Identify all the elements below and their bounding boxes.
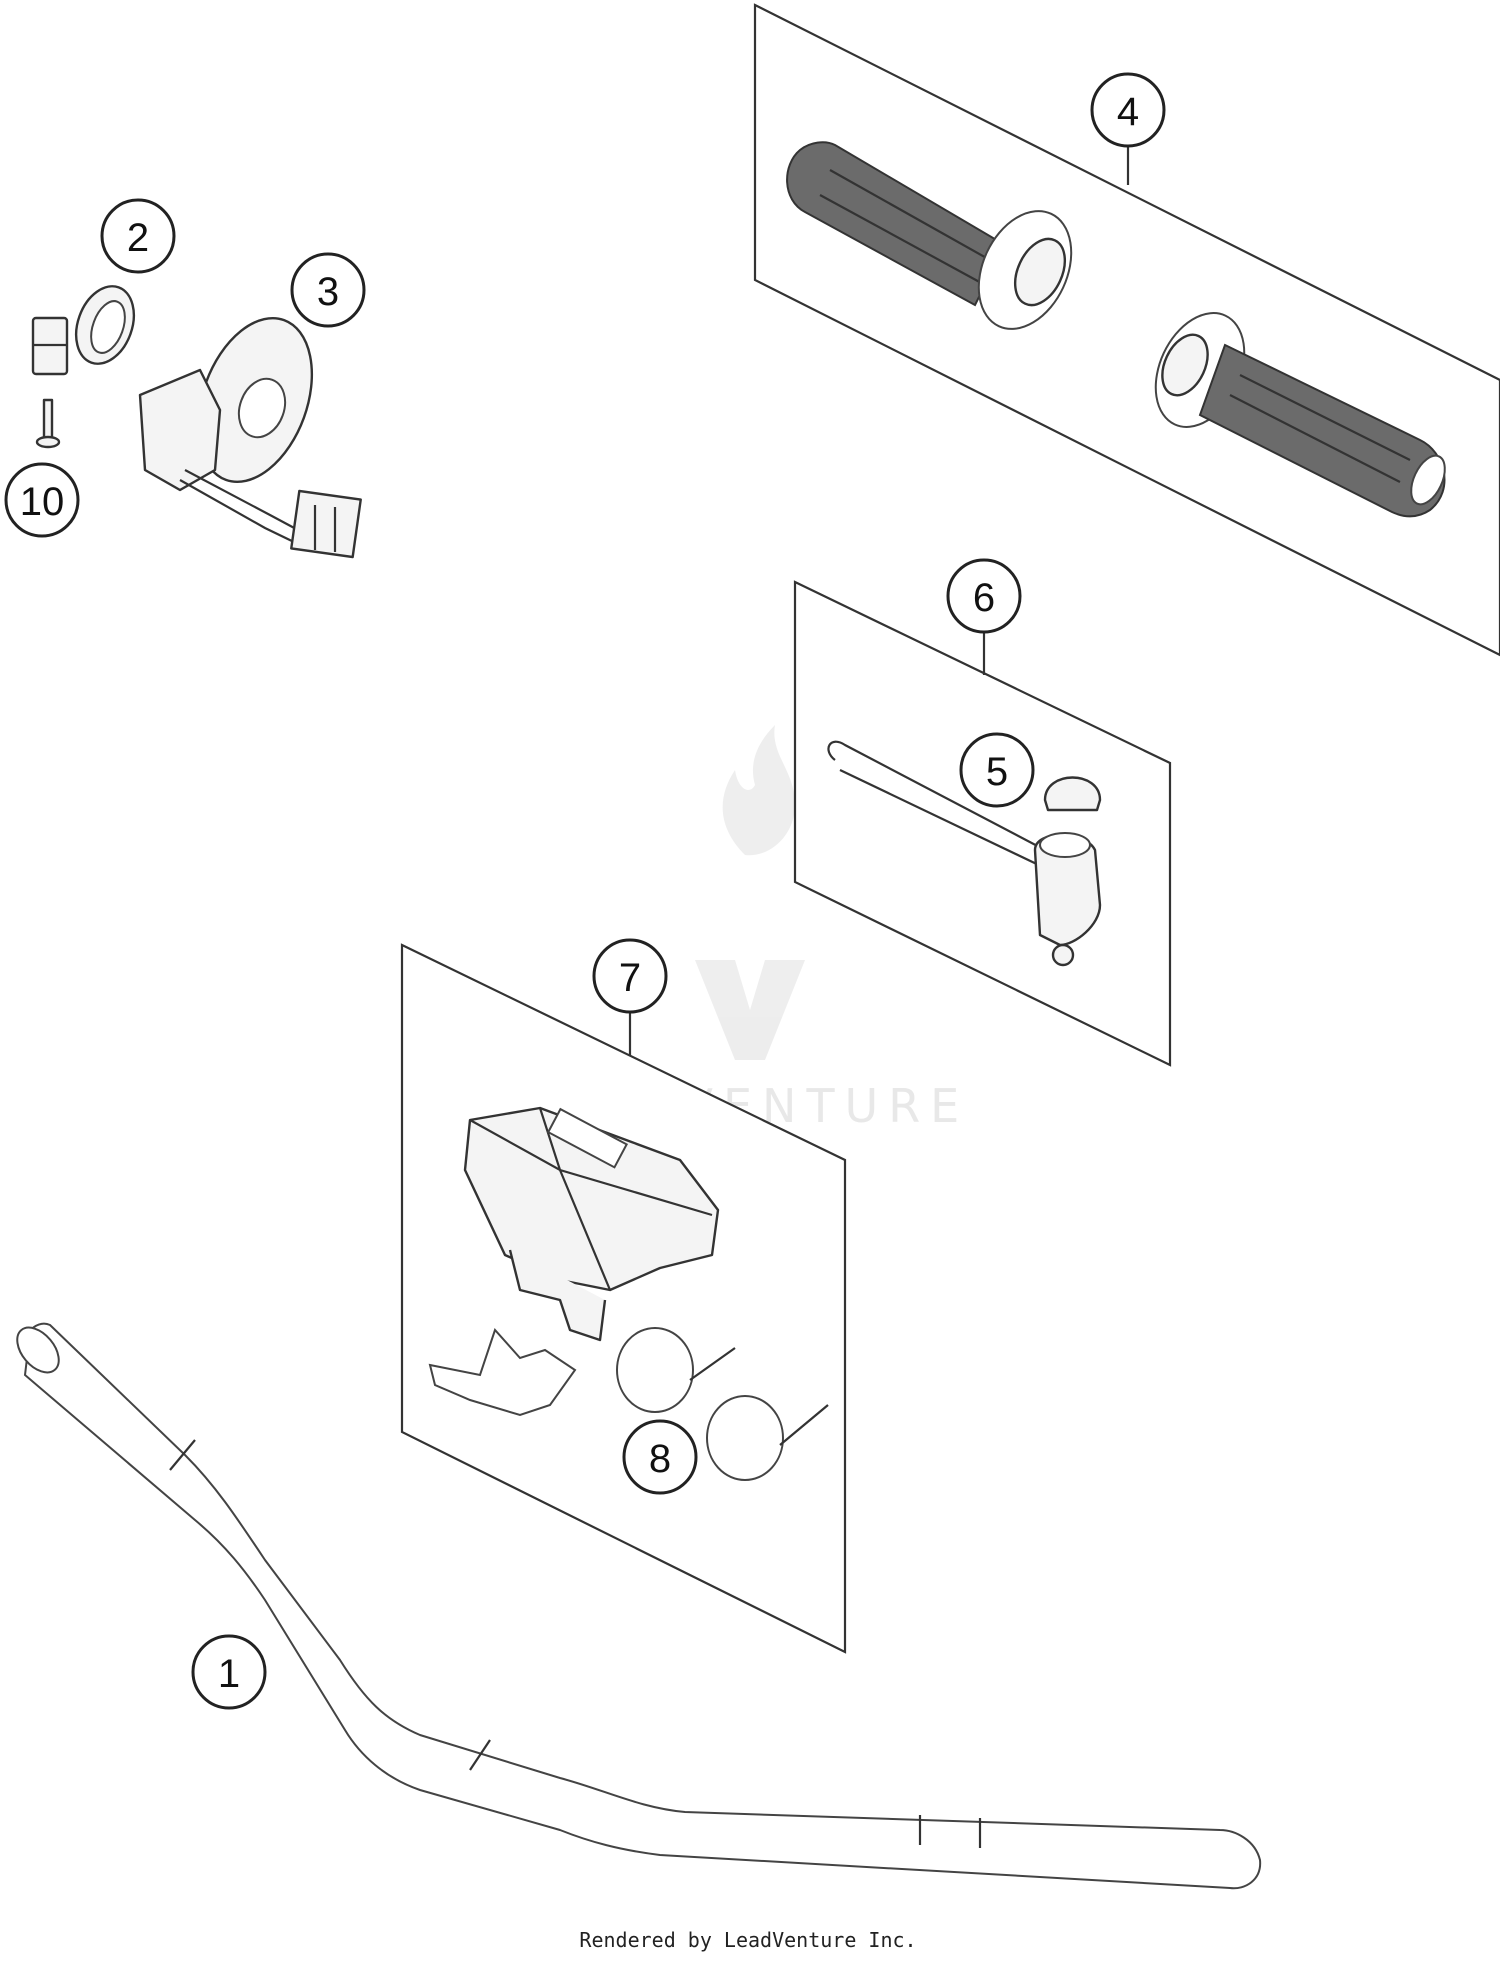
callout-7-label: 7 bbox=[619, 956, 641, 1000]
callout-4-label: 4 bbox=[1117, 90, 1139, 134]
callout-6: 6 bbox=[946, 558, 1022, 634]
callout-2-label: 2 bbox=[127, 216, 149, 260]
callout-2: 2 bbox=[100, 198, 176, 274]
screw-part bbox=[35, 398, 61, 449]
callout-3: 3 bbox=[290, 252, 366, 328]
callout-8-label: 8 bbox=[649, 1437, 671, 1481]
throttle-cable-part bbox=[827, 740, 1102, 967]
callout-5-label: 5 bbox=[986, 750, 1008, 794]
handlebar-pad-part bbox=[463, 1106, 720, 1342]
watermark-v-icon bbox=[695, 960, 805, 1060]
handlebar-part bbox=[16, 1322, 1262, 1890]
cap-part bbox=[1043, 776, 1102, 812]
clutch-side-grip bbox=[1154, 312, 1446, 518]
callout-10: 10 bbox=[4, 462, 80, 538]
callout-1-label: 1 bbox=[218, 1652, 240, 1696]
callout-3-label: 3 bbox=[317, 270, 339, 314]
callout-4: 4 bbox=[1090, 72, 1166, 148]
callout-1: 1 bbox=[191, 1634, 267, 1710]
callout-10-label: 10 bbox=[20, 480, 65, 524]
protector-kit-panel bbox=[400, 943, 847, 1654]
throttle-kit-panel bbox=[793, 580, 1172, 1067]
switch-part bbox=[138, 316, 362, 559]
watermark-flame-icon bbox=[722, 725, 795, 856]
render-credit: Rendered by LeadVenture Inc. bbox=[579, 1928, 916, 1952]
callout-6-label: 6 bbox=[973, 576, 995, 620]
clamp-part bbox=[31, 285, 136, 376]
grips-kit-panel bbox=[753, 3, 1500, 657]
callout-8: 8 bbox=[622, 1419, 698, 1495]
mounting-bracket-part bbox=[428, 1328, 577, 1417]
callout-5: 5 bbox=[959, 732, 1035, 808]
callout-7: 7 bbox=[592, 938, 668, 1014]
cable-tie-parts bbox=[616, 1327, 829, 1481]
throttle-grip bbox=[786, 141, 1073, 330]
